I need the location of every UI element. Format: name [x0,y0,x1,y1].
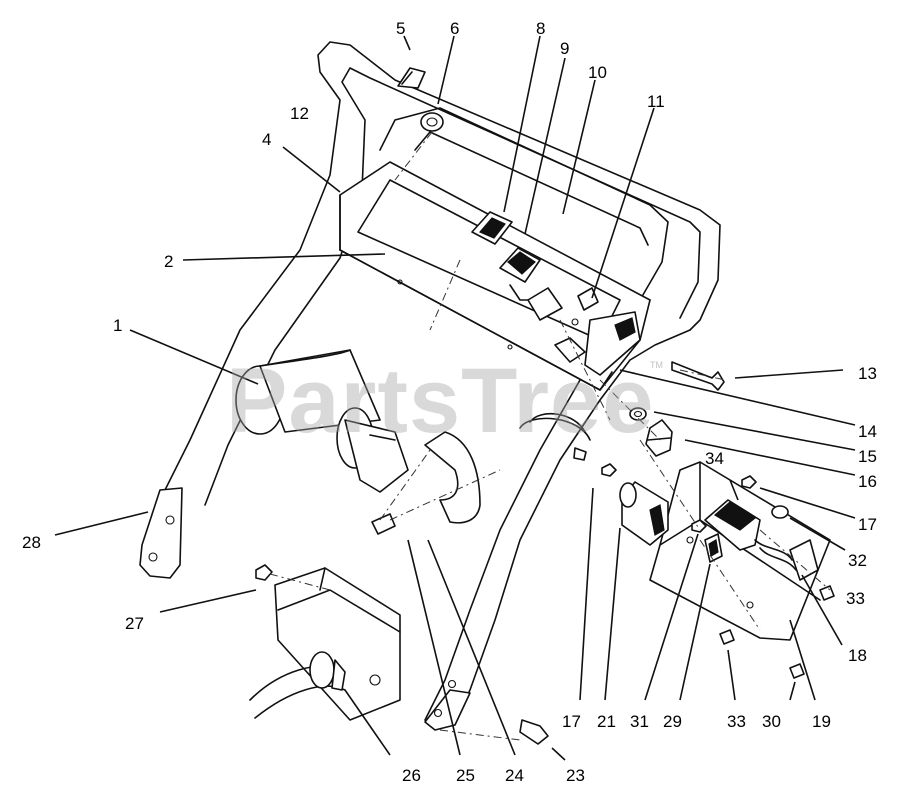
callout-23: 23 [566,766,585,785]
callout-labels: 1 2 4 5 6 8 9 10 11 12 13 14 15 16 17 17… [22,19,877,785]
callout-8: 8 [536,19,545,38]
control-panel [339,161,651,391]
screw-25 [371,513,396,535]
callout-30: 30 [762,712,781,731]
callout-29: 29 [663,712,682,731]
callout-13: 13 [858,364,877,383]
callout-33-bottom: 33 [727,712,746,731]
callout-19: 19 [812,712,831,731]
callout-25: 25 [456,766,475,785]
callout-10: 10 [588,63,607,82]
plug-connector [527,287,641,376]
callout-33-right: 33 [846,589,865,608]
tube-clamp [519,413,591,461]
clip-5 [397,67,426,89]
callout-14: 14 [858,422,877,441]
bolt-23 [519,719,549,745]
callout-12: 12 [290,104,309,123]
callout-31: 31 [630,712,649,731]
nut-31 [691,519,707,533]
nut-17-a [601,463,617,477]
relay-21 [619,481,669,546]
callout-15: 15 [858,447,877,466]
callout-5: 5 [396,19,405,38]
callout-26: 26 [402,766,421,785]
callout-16: 16 [858,472,877,491]
rocker-switch-9 [499,247,541,301]
screw-30 [789,663,805,679]
solenoid-34 [704,499,819,581]
callout-9: 9 [560,39,569,58]
clamp-24 [424,431,481,524]
fuse-16 [645,419,673,457]
callout-11: 11 [647,92,665,111]
screw-33-a [719,629,735,645]
callout-6: 6 [450,19,459,38]
callout-4: 4 [262,130,271,149]
callout-28: 28 [22,533,41,552]
callout-2: 2 [164,252,173,271]
nut-27 [255,564,273,581]
grommet-6 [420,112,444,132]
callout-17-bottom: 17 [562,712,581,731]
leader-lines [54,35,856,761]
callout-24: 24 [505,766,524,785]
callout-21: 21 [597,712,616,731]
nut-17-b [741,475,757,489]
lower-bracket [249,567,401,721]
terminal-29 [704,533,723,563]
callout-18: 18 [848,646,867,665]
screw-33-b [819,585,835,601]
watermark-trademark: TM [650,360,663,370]
watermark: PartsTree [226,350,654,452]
washer-32 [771,505,789,519]
capacitor-1 [235,349,409,493]
callout-27: 27 [125,614,144,633]
callout-1: 1 [113,316,122,335]
bolt-13 [671,361,725,391]
mount-bracket-19 [649,461,831,641]
callout-34: 34 [705,449,724,468]
callout-32: 32 [848,551,867,570]
callout-17-right: 17 [858,515,877,534]
rocker-switch-8 [471,211,513,245]
